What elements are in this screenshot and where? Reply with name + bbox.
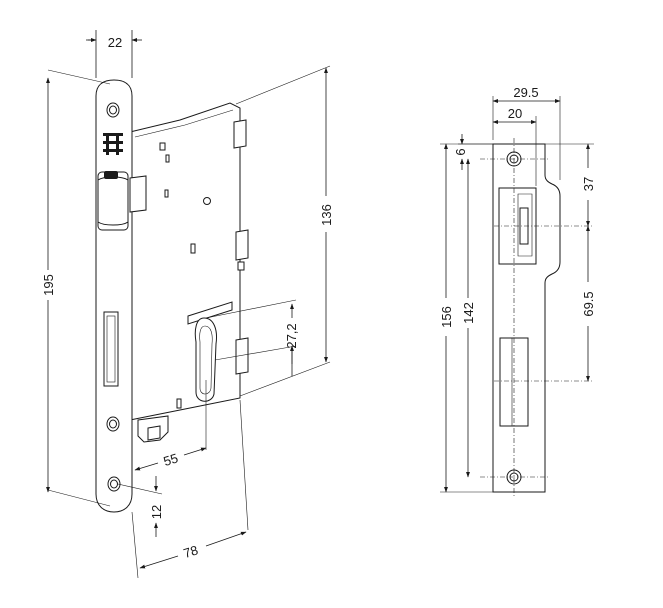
- dim-strike-hole-spacing: 142: [461, 302, 476, 324]
- dim-spindle-cylinder: 27,2: [284, 323, 299, 348]
- dim-case-depth: 78: [182, 542, 200, 561]
- cylinder-cutout-inner: [199, 325, 213, 395]
- dim-backset: 55: [162, 450, 180, 469]
- case-tabs: [233, 119, 249, 375]
- dim-strike-outer-width: 29.5: [513, 85, 538, 100]
- dim-total-height: 195: [41, 274, 56, 296]
- dim-strike-inner-width: 20: [508, 106, 522, 121]
- dim-bottom-offset: 12: [149, 505, 164, 519]
- faceplate-screw-holes: [106, 102, 121, 492]
- dim-strike-height: 156: [439, 306, 454, 328]
- dim-faceplate-width: 22: [108, 35, 122, 50]
- dim-strike-top-offset: 6: [453, 148, 468, 155]
- strike-plate-view: 29.5 20 6 156 142 37 69.5: [439, 85, 596, 498]
- brand-logo-mark: [103, 133, 123, 155]
- faceplate: [95, 79, 133, 513]
- lock-case-top-edge: [134, 109, 234, 138]
- deadbolt-slot: [103, 311, 119, 387]
- latch-roller: [97, 171, 147, 231]
- lock-case-front: [129, 102, 241, 421]
- dim-case-height: 136: [319, 204, 334, 226]
- lock-body-view: 22 195 136 27,2 55 12 78: [41, 30, 334, 579]
- dim-strike-latch-offset: 37: [581, 177, 596, 191]
- case-details: [159, 142, 233, 409]
- dim-strike-latch-to-bolt: 69.5: [581, 291, 596, 316]
